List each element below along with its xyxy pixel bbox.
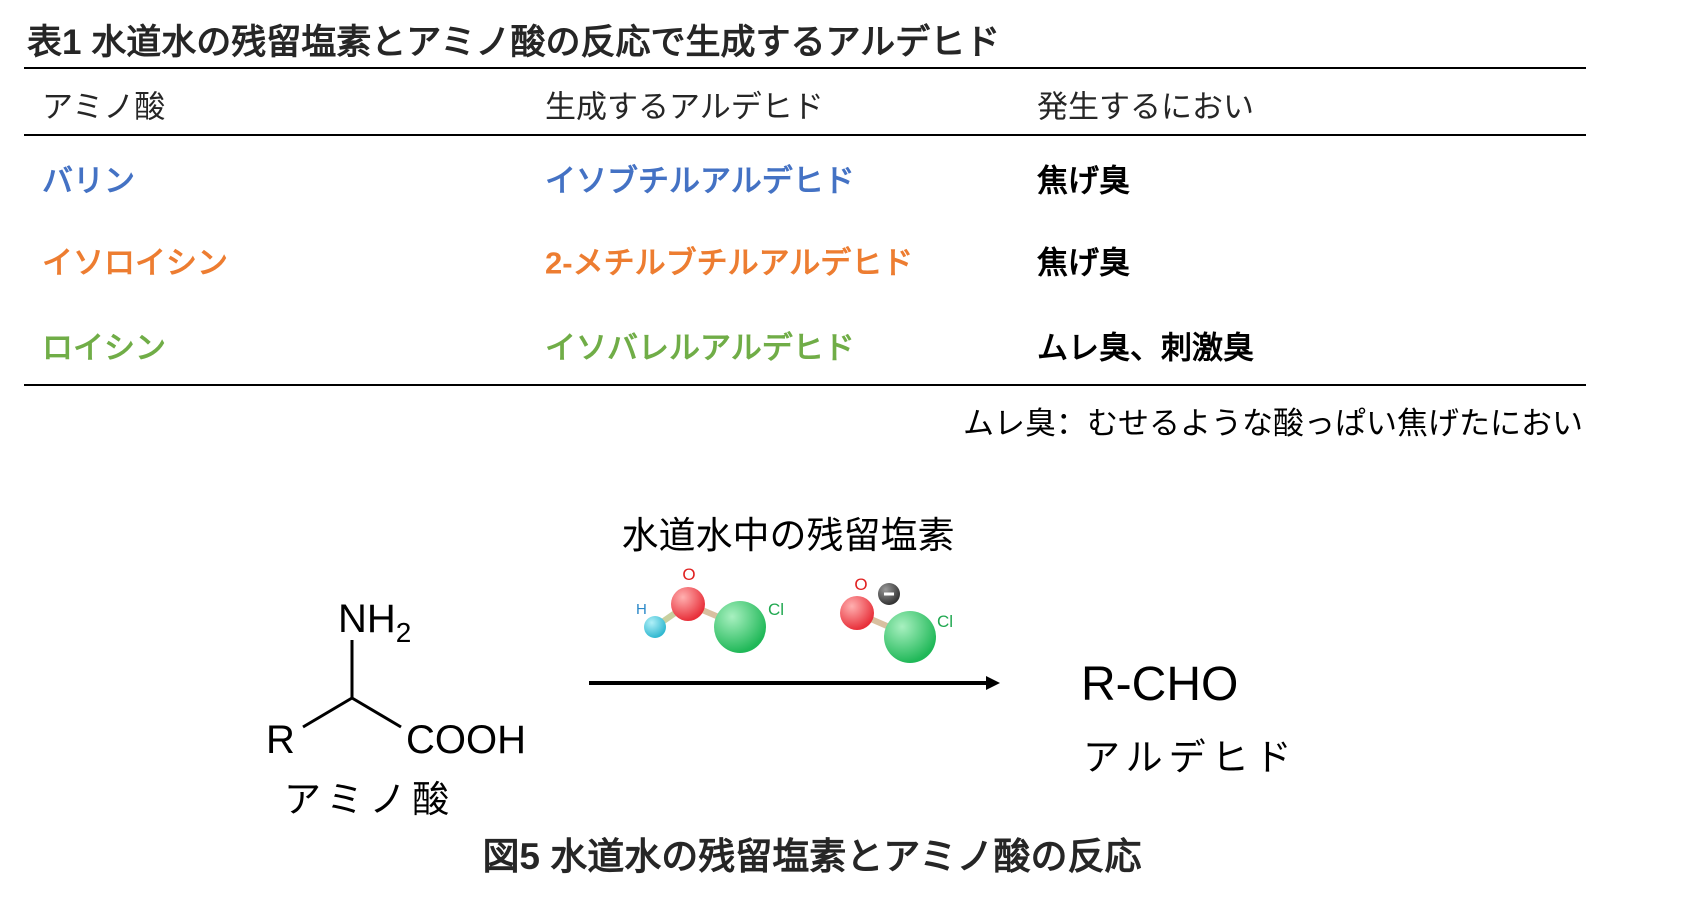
row-aldehyde: イソブチルアルデヒド [545,163,855,199]
table-note: ムレ臭：むせるような酸っぱい焦げたにおい [963,406,1583,441]
carboxyl-group: COOH [406,718,526,762]
r-group: R [266,718,295,762]
chlorine-atom [714,601,766,653]
atom-label: O [682,565,695,584]
reactant-label: アミノ酸 [284,779,455,820]
atom-label: H [636,601,647,618]
atom-label: Cl [768,600,784,619]
amino-acid-structure: NH2 R COOH アミノ酸 [266,597,526,820]
table-top-rule [24,67,1586,69]
reaction-arrow [589,676,1000,690]
hypochlorous-acid-molecule: H O Cl [636,565,784,653]
table-header-rule [24,134,1586,136]
chlorine-atom [884,611,936,663]
row-odor: 焦げ臭 [1037,245,1130,281]
row-odor: 焦げ臭 [1037,163,1130,199]
reagent-label: 水道水中の残留塩素 [622,515,955,556]
hypochlorite-ion-molecule: O Cl [840,575,953,663]
amine-group: NH2 [338,597,411,648]
header-amino-acid: アミノ酸 [42,89,166,125]
product-formula: R-CHO [1081,658,1238,711]
row-amino-acid: バリン [42,163,135,199]
oxygen-atom [840,596,874,630]
row-aldehyde: 2-メチルブチルアルデヒド [545,245,914,281]
header-odor: 発生するにおい [1037,89,1254,125]
row-amino-acid: イソロイシン [42,245,228,281]
row-amino-acid: ロイシン [42,330,166,366]
figure-caption: 図5 水道水の残留塩素とアミノ酸の反応 [482,836,1142,877]
table-bottom-rule [24,384,1586,386]
product-label: アルデヒド [1083,737,1298,778]
row-aldehyde: イソバレルアルデヒド [545,330,855,366]
row-odor: ムレ臭、刺激臭 [1037,330,1254,366]
table-title: 表1 水道水の残留塩素とアミノ酸の反応で生成するアルデヒド [27,23,1001,62]
oxygen-atom [671,587,705,621]
hydrogen-atom [644,616,666,638]
atom-label: Cl [937,612,953,631]
header-aldehyde: 生成するアルデヒド [545,89,824,125]
atom-label: O [854,575,867,594]
